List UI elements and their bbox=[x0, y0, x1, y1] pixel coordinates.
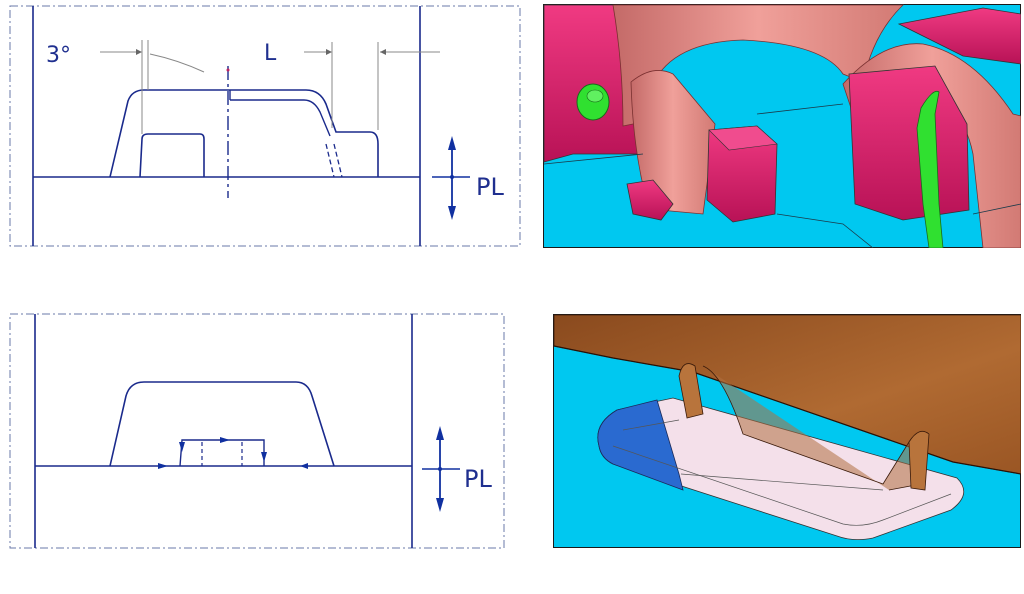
top-3d-render bbox=[543, 4, 1021, 248]
length-arrow-left bbox=[326, 49, 332, 55]
bottom-arrow-base-left bbox=[158, 463, 168, 469]
pl-arrow-up bbox=[448, 136, 456, 150]
bottom-arrow-right bbox=[261, 452, 267, 462]
salmon-arch bbox=[612, 4, 904, 127]
bottom-3d-render bbox=[553, 314, 1021, 548]
inner-top-edge bbox=[230, 99, 331, 137]
inner-boss bbox=[139, 133, 205, 178]
pocket-contour-2 bbox=[622, 419, 884, 491]
top-section-svg: 3° L PL bbox=[9, 5, 521, 247]
magenta-wedge bbox=[626, 179, 674, 221]
bottom-outer-profile bbox=[109, 381, 335, 467]
bottom-pl-dot bbox=[438, 467, 442, 471]
hidden-line-2 bbox=[333, 143, 343, 178]
bottom-section-drawing: PL bbox=[8, 312, 508, 552]
bottom-arrow-base-right bbox=[300, 463, 308, 469]
length-label: L bbox=[264, 41, 277, 66]
bottom-arrow-top bbox=[220, 437, 230, 443]
hidden-line-1 bbox=[325, 143, 335, 178]
hook-bump-left bbox=[678, 363, 704, 419]
green-bent-pin bbox=[916, 90, 944, 248]
pl-center-dot bbox=[450, 175, 454, 179]
angle-label: 3° bbox=[46, 43, 71, 68]
bottom-arrow-left bbox=[179, 442, 185, 452]
outer-profile bbox=[109, 89, 379, 178]
magenta-block-face bbox=[708, 125, 778, 151]
pl-arrow-down bbox=[448, 206, 456, 220]
angle-arrow bbox=[136, 49, 142, 55]
length-arrow-right bbox=[380, 49, 386, 55]
center-mark bbox=[226, 68, 230, 72]
blue-face bbox=[597, 399, 684, 491]
bottom-pl-arrow-down bbox=[436, 498, 444, 512]
magenta-block-right-top bbox=[897, 7, 1021, 65]
bottom-pl-arrow-up bbox=[436, 426, 444, 440]
magenta-block-right bbox=[848, 65, 970, 221]
pl-label-bottom: PL bbox=[464, 465, 492, 493]
bottom-drawing-frame bbox=[9, 313, 505, 549]
top-drawing-frame bbox=[9, 5, 521, 247]
bottom-inner-boss bbox=[179, 439, 265, 467]
pocket-contour-1 bbox=[612, 445, 952, 526]
top-3d-svg bbox=[543, 4, 1021, 248]
angle-arc bbox=[149, 53, 205, 73]
pl-label-top: PL bbox=[476, 173, 504, 201]
hook-bump-right bbox=[908, 430, 930, 491]
green-pin-top bbox=[586, 89, 604, 103]
bottom-section-svg: PL bbox=[9, 313, 505, 549]
top-section-drawing: 3° L PL bbox=[8, 4, 524, 250]
bottom-3d-svg bbox=[553, 314, 1021, 548]
floor-contour bbox=[543, 103, 1021, 248]
